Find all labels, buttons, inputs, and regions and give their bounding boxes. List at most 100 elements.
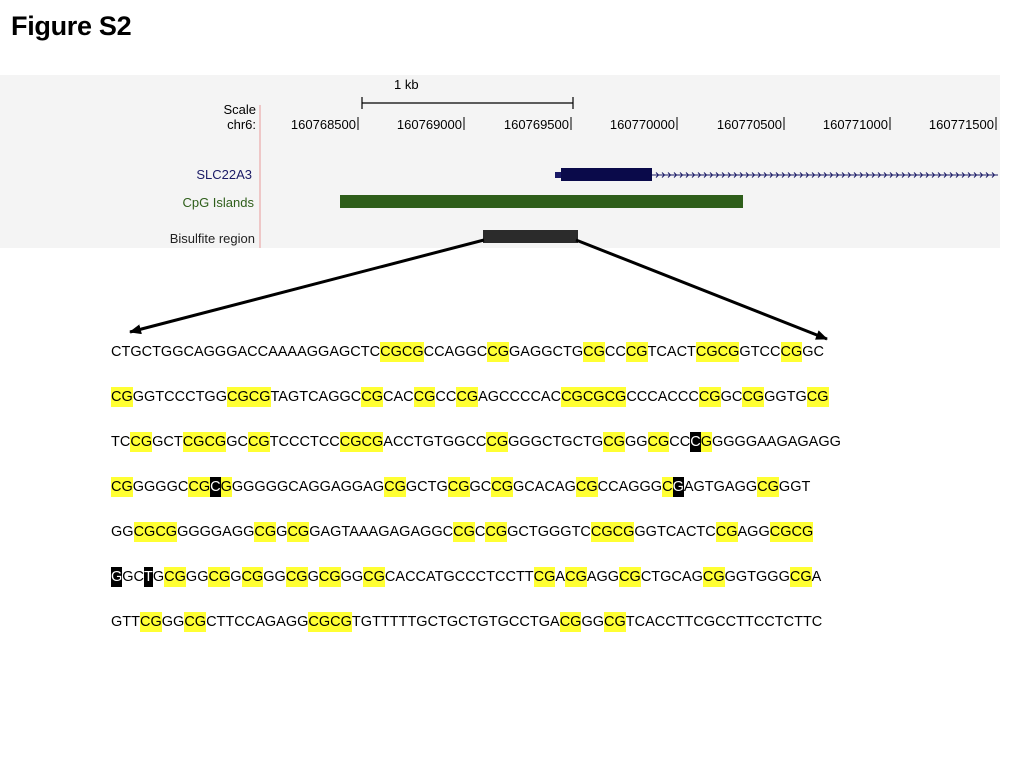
sequence-segment: TCACCTTCGCCTTCCTCTTC [625,614,823,630]
intron-chevron [883,172,888,178]
sequence-segment: GTT [111,614,140,630]
sequence-segment: GC [802,344,825,360]
sequence-segment: TGTTTTTGCTGCTGTGCCTGA [351,614,560,630]
gene-utr-box [555,172,562,178]
cpg-site-highlight: CG [559,612,582,632]
intron-chevron [793,172,798,178]
sequence-segment: GCT [152,434,183,450]
cpg-site-highlight: CG [565,567,587,587]
zoom-arrow-left [129,238,485,335]
cpg-island-bar [340,195,743,208]
sequence-segment: TCACT [647,344,696,360]
intron-chevron [967,172,972,178]
sequence-segment: GG [624,434,648,450]
intron-chevron [721,172,726,178]
intron-chevron [865,172,870,178]
sequence-segment: GGGGAGG [177,524,255,540]
cpg-site-highlight: CGCG [133,522,178,542]
cpg-site-highlight: CG [780,342,803,362]
cpg-site-highlight: CGCG [769,522,814,542]
intron-chevron [715,172,720,178]
cpg-site-highlight: CG [208,567,231,587]
cpg-site-highlight: CG [757,477,779,497]
position-labels: 160768500 160769000 160769500 160770000 … [291,117,994,132]
intron-chevron [775,172,780,178]
sequence-line: CGGGGGCCGCGGGGGGCAGGAGGAGCGGCTGCGGCCGGCA… [111,475,871,520]
intron-chevron [739,172,744,178]
position-ticks [357,117,997,130]
cpg-site-highlight: CG [184,612,207,632]
special-site-highlight: G [111,567,123,587]
sequence-segment: GGTG [764,389,807,405]
intron-chevron [877,172,882,178]
sequence-segment: AGTGAGG [683,479,758,495]
sequence-segment: C [474,524,486,540]
cpg-site-highlight: CG [487,342,509,362]
cpg-site-highlight: CG [715,522,738,542]
cpg-site-highlight: CGCG [380,342,424,362]
intron-chevron [889,172,894,178]
intron-chevron [925,172,930,178]
cpg-site-highlight: CG [188,477,211,497]
scale-bar-label: 1 kb [394,77,419,92]
cpg-site-highlight: CG [485,522,508,542]
cpg-site-highlight: CG [603,432,625,452]
sequence-segment: GGGGGCAGGAGGAG [231,479,385,495]
sequence-segment: GAGTAAAGAGAGGC [309,524,454,540]
cpg-site-highlight: CG [164,567,186,587]
cpg-site-highlight: CG [456,387,479,407]
gene-track-label: SLC22A3 [196,167,252,182]
sequence-segment: GAGGCTG [509,344,584,360]
cpg-site-highlight: CG [491,477,514,497]
intron-chevron [937,172,942,178]
gene-model-slc22a3 [555,168,998,181]
intron-chevron [733,172,738,178]
sequence-segment: GG [185,569,209,585]
sequence-segment: CC [669,434,691,450]
intron-chevron [835,172,840,178]
position-label-6: 160771000 [823,117,888,132]
cpg-site-highlight: CG [742,387,765,407]
intron-chevron [859,172,864,178]
intron-direction-arrows [655,172,996,178]
bisulfite-track-label: Bisulfite region [170,231,255,246]
sequence-segment: CCAGGC [423,344,488,360]
intron-chevron [769,172,774,178]
sequence-segment: GGGGAAGAGAGG [711,434,841,450]
intron-chevron [655,172,660,178]
intron-chevron [667,172,672,178]
sequence-line: GGCTGCGGGCGGCGGGCGGCGGGCGCACCATGCCCTCCTT… [111,565,871,610]
sequence-segment: TAGTCAGGC [270,389,362,405]
cpg-site-highlight: CG [140,612,162,632]
cpg-site-highlight: CG [111,387,133,407]
sequence-segment: CCCACCC [626,389,699,405]
position-label-4: 160770000 [610,117,675,132]
sequence-segment: CC [604,344,626,360]
sequence-segment: A [555,569,566,585]
intron-chevron [811,172,816,178]
cpg-site-highlight: CG [604,612,626,632]
sequence-segment: G [307,569,319,585]
chrom-label: chr6: [227,117,256,132]
cpg-site-highlight: CG [702,567,725,587]
intron-chevron [709,172,714,178]
cpg-site-highlight: CGCG [695,342,740,362]
intron-chevron [955,172,960,178]
cpg-site-highlight: CG [241,567,264,587]
intron-chevron [901,172,906,178]
sequence-segment: GGT [778,479,811,495]
position-label-7: 160771500 [929,117,994,132]
sequence-segment: A [811,569,822,585]
cpg-site-highlight: CG [363,567,385,587]
cpg-site-highlight: CGCGCG [561,387,627,407]
sequence-segment: GG [263,569,286,585]
cpg-site-highlight: CGCG [590,522,635,542]
cpg-site-highlight: CG [447,477,470,497]
sequence-segment: GG [111,524,134,540]
sequence-segment: CC [435,389,457,405]
sequence-segment: CTGCTGGCAGGGACCAAAAGGAGCTC [111,344,381,360]
special-site-highlight: T [144,567,153,587]
genome-browser-panel [0,75,1000,248]
cpg-site-highlight: G [700,432,712,452]
sequence-segment: GTCC [739,344,781,360]
